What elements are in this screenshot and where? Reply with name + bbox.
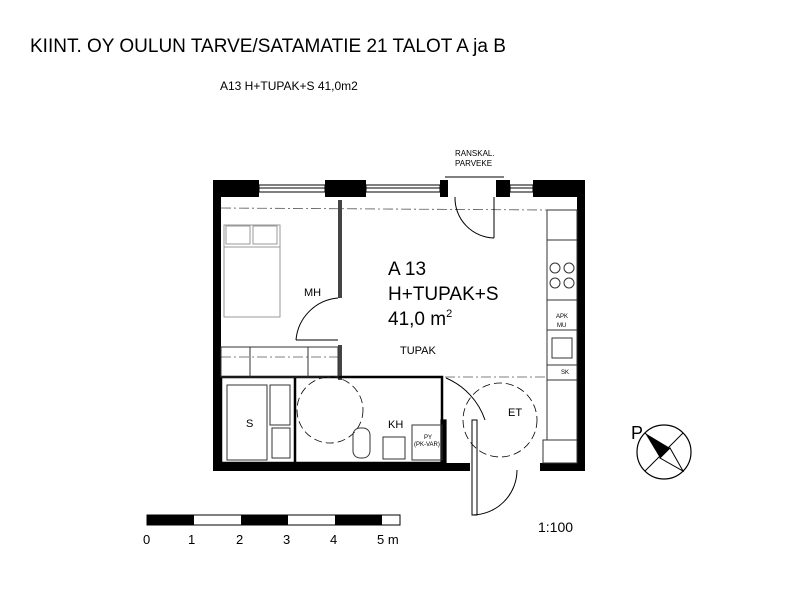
room-kh: KH [388, 419, 403, 431]
room-tupak: TUPAK [400, 345, 437, 357]
drawing-subtitle: A13 H+TUPAK+S 41,0m2 [220, 79, 358, 93]
room-et: ET [508, 407, 522, 419]
label-apk: APK [556, 314, 568, 320]
kitchen [542, 209, 578, 464]
north-arrow-icon: P [631, 423, 692, 480]
label-mu: MU [557, 323, 566, 329]
north-label: P [631, 423, 643, 443]
drawing-title: KIINT. OY OULUN TARVE/SATAMATIE 21 TALOT… [30, 36, 506, 57]
label-py: PY [424, 435, 432, 441]
bathroom-fixtures [226, 384, 443, 461]
scale-label-0: 0 [143, 532, 150, 547]
doors [295, 196, 518, 516]
label-pk-var: (PK-VAR) [414, 442, 440, 448]
exterior-walls [213, 180, 585, 471]
scale-label-3: 3 [283, 532, 290, 547]
room-s: S [246, 418, 253, 430]
bed [223, 224, 281, 318]
interior-walls [338, 200, 342, 380]
wardrobe [220, 346, 339, 378]
apartment-type: H+TUPAK+S [388, 284, 499, 305]
balcony-label-2: PARVEKE [455, 159, 492, 168]
scale-label-4: 4 [330, 532, 337, 547]
dash-lines [220, 207, 548, 378]
turning-circles [296, 376, 538, 458]
floor-plan: RANSKAL. PARVEKE A 13 H+TUPAK+S 41,0 m2 … [213, 149, 585, 516]
scale-label-5: 5 m [377, 532, 399, 547]
apartment-number: A 13 [388, 259, 426, 280]
windows [258, 176, 534, 193]
apartment-area: 41,0 m2 [388, 308, 452, 330]
scale-ratio: 1:100 [538, 519, 573, 535]
scale-label-1: 1 [188, 532, 195, 547]
balcony-label-1: RANSKAL. [455, 149, 495, 158]
label-sk: SK [561, 370, 569, 376]
scale-label-2: 2 [236, 532, 243, 547]
room-mh: MH [304, 287, 321, 299]
scale-bar: 0 1 2 3 4 5 m [143, 514, 401, 547]
